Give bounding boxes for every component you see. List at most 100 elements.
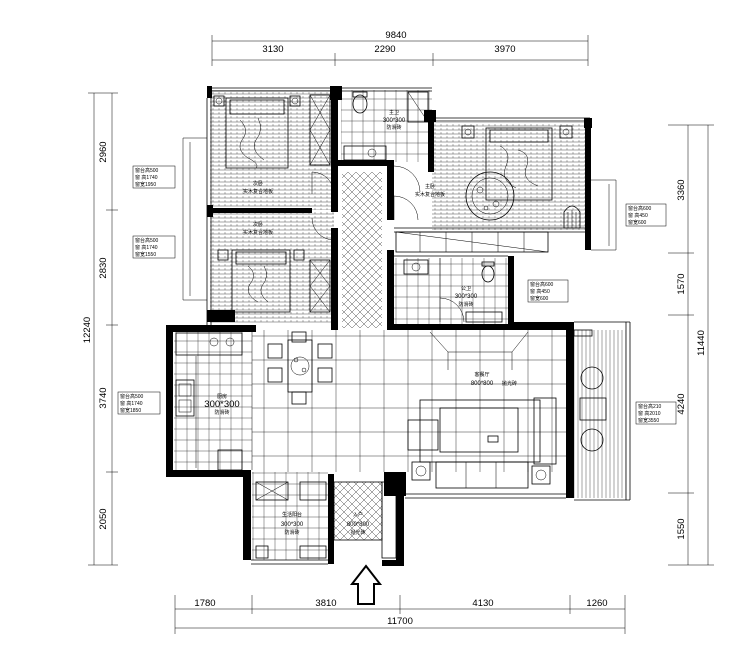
top-dimension-1: 3130 [262, 44, 283, 55]
right-dimension-1: 3360 [676, 179, 687, 200]
right-dimension-3: 4240 [676, 393, 687, 414]
vanity-master [343, 145, 387, 161]
svg-text:窗 高1740: 窗 高1740 [135, 174, 158, 181]
round-rug [465, 171, 515, 221]
master-bath-floor-label: 防滑砖 [386, 124, 401, 131]
left-dimension-chain: 2960 2830 3740 2050 12240 [82, 92, 118, 566]
right-dimension-2: 1570 [676, 273, 687, 294]
master-bath-size: 300*300 [383, 118, 406, 124]
right-total-dimension: 11440 [696, 330, 707, 356]
left-total-dimension: 12240 [82, 317, 93, 343]
svg-text:窗 高1740: 窗 高1740 [120, 400, 143, 407]
master-bed [485, 127, 553, 201]
bedroom-2-name: 次卧 [253, 221, 263, 228]
bathroom-name: 公卫 [461, 286, 471, 292]
balcony-floor-label: 防滑砖 [284, 529, 299, 536]
top-dimension-3: 3970 [494, 44, 515, 55]
svg-text:窗台高600: 窗台高600 [530, 281, 554, 288]
bottom-dimension-4: 1260 [586, 598, 607, 609]
shoe-cabinet [381, 481, 397, 559]
vanity-bath [403, 259, 429, 275]
balcony-name: 生活阳台 [282, 511, 302, 518]
svg-text:窗 高450: 窗 高450 [628, 212, 648, 219]
top-total-dimension: 9840 [385, 30, 406, 41]
toilet-master [352, 94, 368, 114]
window-note-5: 窗台高600 窗 高450 窗宽600 [527, 279, 569, 303]
entry-floor-label: 抛光砖 [350, 529, 365, 536]
bedroom-1-floor [210, 90, 334, 210]
svg-text:窗宽600: 窗宽600 [628, 219, 647, 226]
bedroom-1-floor-label: 实木复合地板 [243, 188, 273, 195]
window-note-1: 窗台高500 窗 高1740 窗宽1950 [132, 165, 176, 189]
window-note-2: 窗台高500 窗 高1740 窗宽1550 [132, 235, 176, 259]
balcony-size: 300*300 [281, 522, 304, 528]
bed-2 [231, 249, 291, 313]
corridor-cabinet [342, 172, 382, 328]
bathroom-floor-label: 防滑砖 [458, 301, 473, 308]
window-note-3: 窗台高500 窗 高1740 窗宽1850 [117, 391, 161, 415]
coffee-table [439, 407, 519, 453]
bedroom-2-floor [210, 212, 334, 324]
kitchen-floor-label: 防滑砖 [214, 409, 229, 416]
kitchen-counter-top [175, 332, 243, 356]
svg-text:窗台高600: 窗台高600 [628, 205, 652, 212]
living-name: 客餐厅 [474, 371, 489, 378]
armchair [407, 419, 439, 451]
top-dimension-chain: 9840 3130 2290 3970 [211, 30, 589, 66]
master-bath-floor [341, 90, 432, 162]
master-bedroom-name: 主卧 [425, 183, 435, 190]
window-note-6: 窗台高210 窗 高2010 窗宽3550 [635, 401, 677, 425]
sofa-main [435, 461, 529, 489]
right-dimension-chain: 3360 1570 4240 1550 11440 [668, 124, 714, 566]
living-size: 800*800 [471, 381, 494, 387]
living-floor-label: 抛光砖 [502, 380, 517, 387]
chair-master [563, 205, 581, 229]
top-dimension-2: 2290 [374, 44, 395, 55]
kitchen-sink [175, 379, 195, 417]
kitchen-floor [174, 330, 252, 472]
bottom-dimension-2: 3810 [315, 598, 336, 609]
svg-text:窗 高2010: 窗 高2010 [638, 410, 661, 417]
window-notes: 窗台高500 窗 高1740 窗宽1950 窗台高500 窗 高1740 窗宽1… [117, 165, 677, 425]
svg-text:窗台高210: 窗台高210 [638, 403, 662, 410]
room-labels: 次卧 实木复合地板 次卧 实木复合地板 主卧 实木复合地板 主卫 300*300… [204, 109, 517, 536]
shower-master [407, 91, 429, 123]
svg-text:窗宽1550: 窗宽1550 [135, 251, 156, 258]
entry-name: 入户 [353, 511, 363, 518]
bottom-dimension-1: 1780 [194, 598, 215, 609]
balcony-table [579, 397, 607, 421]
bottom-total-dimension: 11700 [387, 616, 413, 627]
svg-text:窗 高450: 窗 高450 [530, 288, 550, 295]
left-dimension-1: 2960 [98, 141, 109, 162]
floor-finishes [174, 90, 626, 560]
entrance-arrow-icon [349, 564, 383, 605]
living-balcony-deck [572, 330, 626, 498]
kitchen-name: 厨房 [217, 393, 227, 400]
tv-wall-feature [429, 331, 529, 353]
bottom-dimension-chain: 1780 3810 4130 1260 11700 [174, 595, 626, 634]
walls [166, 86, 631, 566]
bathroom-size: 300*300 [455, 294, 478, 300]
svg-text:窗 高1740: 窗 高1740 [135, 244, 158, 251]
bottom-dimension-3: 4130 [472, 598, 493, 609]
furniture [175, 91, 607, 559]
balcony-chair-2 [580, 428, 604, 452]
svg-text:窗台高500: 窗台高500 [135, 237, 159, 244]
entry-floor [334, 482, 382, 540]
fridge [217, 449, 243, 471]
balcony-chair-1 [580, 366, 604, 390]
svg-text:窗宽600: 窗宽600 [530, 295, 549, 302]
svg-text:窗台高500: 窗台高500 [135, 167, 159, 174]
sofa-side [533, 397, 557, 465]
bedroom-1-name: 次卧 [253, 180, 263, 187]
window-note-4: 窗台高600 窗 高450 窗宽600 [625, 203, 667, 227]
entry-size: 800*800 [347, 522, 370, 528]
right-dimension-4: 1550 [676, 518, 687, 539]
svg-text:窗宽1950: 窗宽1950 [135, 181, 156, 188]
left-dimension-2: 2830 [98, 257, 109, 278]
bed-1 [225, 97, 289, 169]
svg-text:窗台高500: 窗台高500 [120, 393, 144, 400]
kitchen-size: 300*300 [204, 399, 239, 410]
